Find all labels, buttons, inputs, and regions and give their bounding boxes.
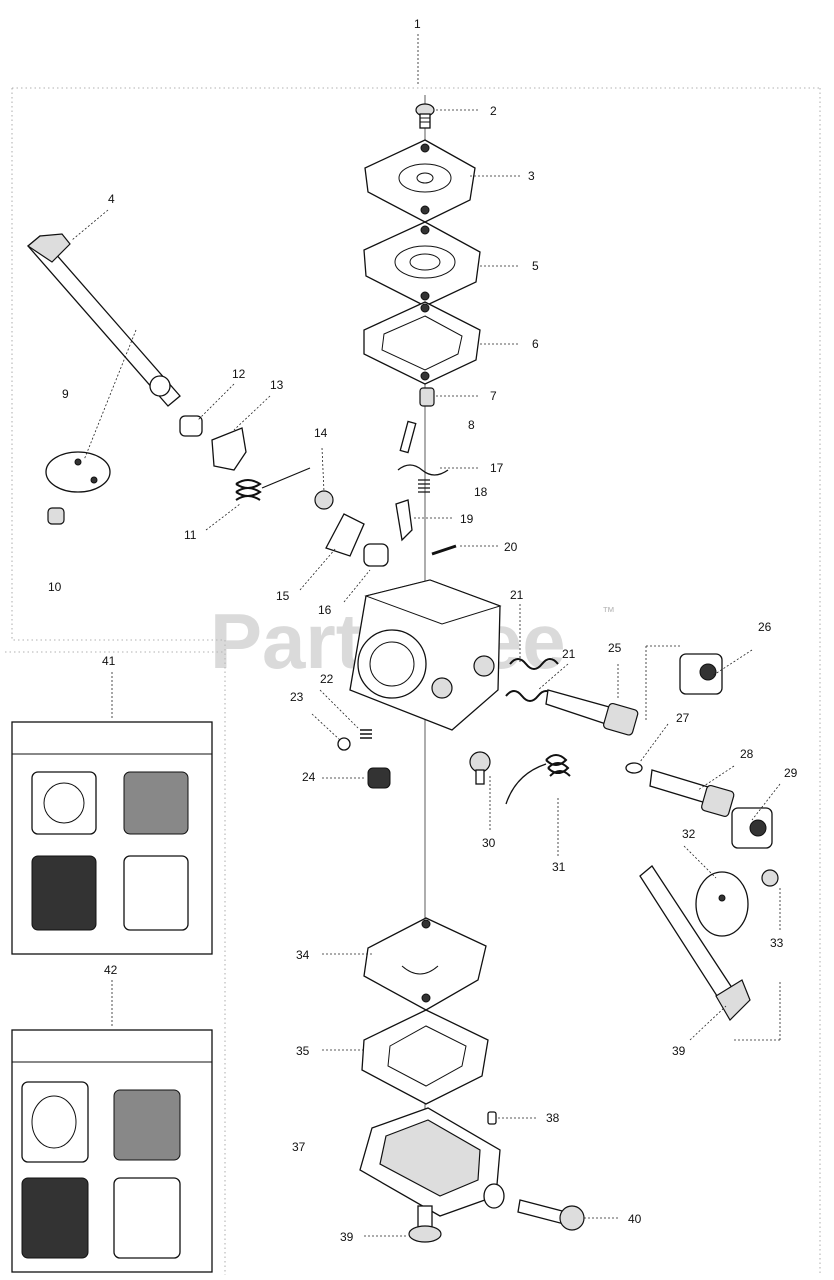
- fuel-filter-part: [367, 767, 391, 789]
- diaphragm-part: [363, 221, 481, 307]
- callout-1: 1: [414, 17, 421, 31]
- callout-38: 38: [546, 1111, 560, 1125]
- carburetor-body-part: [349, 579, 502, 731]
- callout-21-lower: 21: [562, 647, 576, 661]
- choke-screw-part-33: [761, 869, 779, 887]
- callout-39-choke: 39: [672, 1044, 686, 1058]
- spring-part-11: [235, 467, 311, 501]
- lever-screw-part: [314, 490, 334, 510]
- callout-26: 26: [758, 620, 772, 634]
- bushing-part: [179, 415, 203, 437]
- callout-6: 6: [532, 337, 539, 351]
- callout-labels: 1 2 3 4 5 6 7 8 9 10 11 12 13 14 15 16 1…: [48, 17, 798, 1244]
- callout-28: 28: [740, 747, 754, 761]
- cover-pin-part: [487, 1111, 497, 1125]
- inlet-needle-part: [395, 499, 413, 542]
- group-border: [11, 87, 821, 1275]
- callout-17: 17: [490, 461, 504, 475]
- circlip-part: [397, 464, 449, 476]
- callout-27: 27: [676, 711, 690, 725]
- spring-part-21a: [509, 658, 559, 670]
- adjust-screw-part: [517, 1199, 585, 1231]
- choke-spring-part: [505, 754, 571, 805]
- callout-4: 4: [108, 192, 115, 206]
- gasket-kit-42: [11, 1029, 213, 1273]
- callout-31: 31: [552, 860, 566, 874]
- pump-cover-part: [364, 139, 476, 223]
- choke-screw-part: [469, 751, 491, 785]
- callout-25: 25: [608, 641, 622, 655]
- metering-diaphragm-part: [363, 917, 487, 1011]
- cover-screw-part: [408, 1205, 442, 1243]
- fitting-part: [419, 387, 435, 407]
- callout-15: 15: [276, 589, 290, 603]
- nozzle-bushing-part: [363, 543, 389, 567]
- callout-37: 37: [292, 1140, 306, 1154]
- callout-33: 33: [770, 936, 784, 950]
- screw-part: [415, 103, 435, 129]
- callout-18: 18: [474, 485, 488, 499]
- callout-13: 13: [270, 378, 284, 392]
- callout-3: 3: [528, 169, 535, 183]
- callout-11: 11: [184, 528, 197, 542]
- callout-32: 32: [682, 827, 696, 841]
- callout-40: 40: [628, 1212, 642, 1226]
- metering-gasket-part: [361, 1009, 489, 1105]
- pin-part: [399, 420, 417, 454]
- callout-20: 20: [504, 540, 518, 554]
- leader-lines: [71, 34, 781, 1237]
- metering-cover-part: [359, 1107, 505, 1217]
- callout-16: 16: [318, 603, 332, 617]
- callout-12: 12: [232, 367, 246, 381]
- throttle-lever-part: [211, 427, 247, 471]
- callout-21-upper: 21: [510, 588, 524, 602]
- callout-39-screw: 39: [340, 1230, 354, 1244]
- spring-part-21b: [505, 690, 555, 702]
- spring-part-18: [418, 479, 430, 493]
- callout-41: 41: [102, 654, 116, 668]
- lever-pin-part: [431, 544, 457, 556]
- mixture-screw-part: [649, 769, 735, 817]
- callout-5: 5: [532, 259, 539, 273]
- callout-9: 9: [62, 387, 69, 401]
- gasket-kit-41: [11, 721, 213, 955]
- throttle-shaft-part: [26, 233, 181, 407]
- callout-7: 7: [490, 389, 497, 403]
- throttle-valve-part: [45, 451, 111, 525]
- callout-14: 14: [314, 426, 328, 440]
- callout-8: 8: [468, 418, 475, 432]
- callout-22: 22: [320, 672, 334, 686]
- callout-2: 2: [490, 104, 497, 118]
- detent-spring-part: [360, 729, 372, 739]
- choke-valve-part: [695, 871, 749, 937]
- metering-lever-part: [325, 513, 365, 557]
- callout-34: 34: [296, 948, 310, 962]
- callout-19: 19: [460, 512, 474, 526]
- callout-29: 29: [784, 766, 798, 780]
- gasket-part: [363, 301, 481, 385]
- callout-23: 23: [290, 690, 304, 704]
- o-ring-part: [625, 762, 643, 774]
- limiter-cap-part-26: [679, 653, 723, 695]
- callout-10: 10: [48, 580, 62, 594]
- limiter-cap-part-29: [731, 807, 773, 849]
- callout-30: 30: [482, 836, 496, 850]
- idle-screw-part: [545, 689, 639, 736]
- detent-ball-part: [337, 737, 351, 751]
- watermark-trademark: ™: [602, 604, 615, 619]
- callout-24: 24: [302, 770, 316, 784]
- callout-42: 42: [104, 963, 118, 977]
- callout-35: 35: [296, 1044, 310, 1058]
- choke-shaft-part: [639, 865, 751, 1021]
